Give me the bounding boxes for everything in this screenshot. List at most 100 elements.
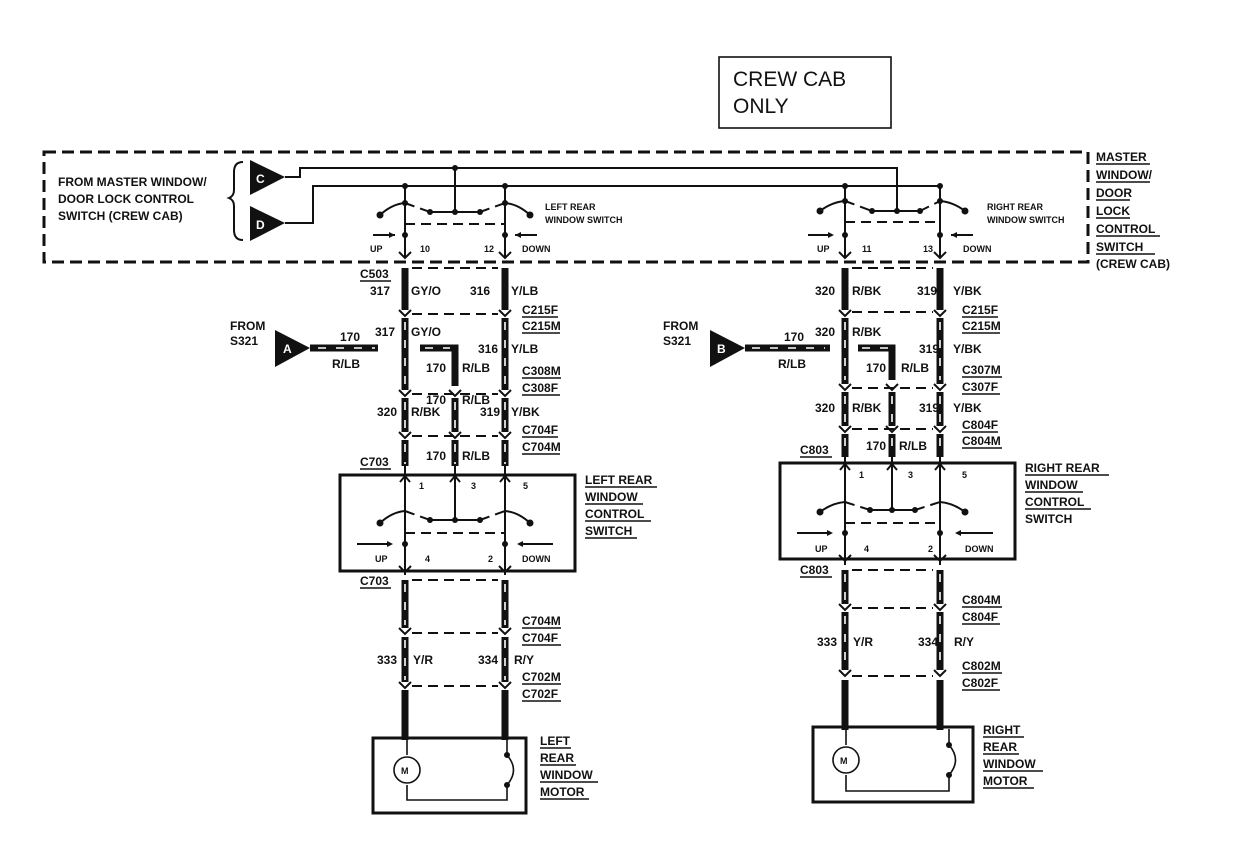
wire-color-rlb-b: R/LB [462,393,490,407]
c802m-label: C802M [962,659,1001,673]
right-motor-label: RIGHT REAR WINDOW MOTOR [983,723,1043,789]
c703-bottom-label: C703 [360,574,389,588]
right-switch-pin-4: 4 [864,544,869,554]
master-label-4: LOCK [1096,204,1130,218]
right-motor-name-4: MOTOR [983,774,1028,788]
r-wire-color-rbk-c: R/BK [852,401,882,415]
crew-cab-banner: CREW CAB ONLY [718,56,892,129]
right-from-label-2: S321 [663,334,691,348]
left-motor-label: LEFT REAR WINDOW MOTOR [540,734,598,800]
c704m-label: C704M [522,440,561,454]
c215m-label: C215M [522,319,561,333]
banner-line-2: ONLY [733,95,789,118]
c307f-label: C307F [962,380,998,394]
r-wire-333: 333 [817,635,837,649]
left-from-label-1: FROM [230,319,265,333]
master-right-pin-up: 11 [862,244,872,254]
master-label-6: SWITCH [1096,240,1143,254]
right-feed-circuit: 170 [784,330,804,344]
connector-c: C [250,160,285,195]
left-switch-pin-1: 1 [419,481,424,491]
banner-line-1: CREW CAB [733,68,846,91]
master-left-up: UP [370,244,383,254]
master-right-down: DOWN [963,244,992,254]
connector-d: D [250,206,285,241]
wire-color-gyo-b: GY/O [411,325,441,339]
r-c215m-label: C215M [962,319,1001,333]
c803-top-label: C803 [800,443,829,457]
left-switch-name-1: LEFT REAR [585,473,653,487]
c804f-label-2: C804F [962,610,998,624]
wire-316: 316 [470,284,490,298]
wire-317: 317 [370,284,390,298]
wire-color-rlb: R/LB [462,361,490,375]
c804m-label-2: C804M [962,593,1001,607]
master-label-1: MASTER [1096,150,1147,164]
wire-color-gyo: GY/O [411,284,441,298]
r-wire-color-ry: R/Y [954,635,974,649]
left-switch-pin-3: 3 [471,481,476,491]
right-switch-down: DOWN [965,544,994,554]
source-line-3: SWITCH (CREW CAB) [58,209,183,223]
wire-319: 319 [480,405,500,419]
r-wire-320-c: 320 [815,401,835,415]
left-from-label-2: S321 [230,334,258,348]
master-source-label: FROM MASTER WINDOW/ DOOR LOCK CONTROL SW… [58,175,207,223]
c704f-label: C704F [522,423,558,437]
c804m-label: C804M [962,434,1001,448]
r-wire-color-rlb-c: R/LB [899,439,927,453]
master-label-2: WINDOW/ [1096,168,1153,182]
master-left-pin-up: 10 [420,244,430,254]
right-from-label-1: FROM [663,319,698,333]
left-rear-switch-label-2: WINDOW SWITCH [545,215,622,225]
right-switch-up: UP [815,544,828,554]
left-motor-name-2: REAR [540,751,574,765]
right-switch-name-2: WINDOW [1025,478,1078,492]
right-switch-pin-5: 5 [962,470,967,480]
c703-top-label: C703 [360,455,389,469]
r-wire-color-rlb: R/LB [901,361,929,375]
left-rear-circuit [310,267,577,815]
r-wire-319-b: 319 [919,342,939,356]
right-switch-pin-3: 3 [908,470,913,480]
right-motor-icon [832,746,860,774]
left-motor-name-4: MOTOR [540,785,585,799]
r-wire-319: 319 [917,284,937,298]
c704m-label-2: C704M [522,614,561,628]
left-switch-pin-5: 5 [523,481,528,491]
right-switch-name-3: CONTROL [1025,495,1084,509]
wire-color-ylb-b: Y/LB [511,342,539,356]
c503-label: C503 [360,267,389,281]
wire-334: 334 [478,653,498,667]
left-switch-name-4: SWITCH [585,524,632,538]
c307m-label: C307M [962,363,1001,377]
right-feed-connector-b: B [710,330,745,367]
master-label-3: DOOR [1096,186,1132,200]
c308f-label: C308F [522,381,558,395]
wire-color-ry: R/Y [514,653,534,667]
r-wire-170: 170 [866,361,886,375]
connector-b-letter: B [717,342,726,356]
left-rear-switch-label-1: LEFT REAR [545,202,596,212]
r-wire-color-ybk: Y/BK [953,284,982,298]
c215f-label: C215F [522,303,558,317]
source-line-2: DOOR LOCK CONTROL [58,192,194,206]
c804f-label: C804F [962,418,998,432]
r-wire-170-c: 170 [866,439,886,453]
c704f-label-2: C704F [522,631,558,645]
c702m-label: C702M [522,670,561,684]
r-c215f-label: C215F [962,303,998,317]
left-switch-name-3: CONTROL [585,507,644,521]
brace [226,161,244,241]
c308m-label: C308M [522,364,561,378]
left-motor-box [371,736,528,815]
wire-317-b: 317 [375,325,395,339]
master-left-pin-down: 12 [484,244,494,254]
c702f-label: C702F [522,687,558,701]
left-motor-symbol: M [401,766,409,776]
r-wire-320: 320 [815,284,835,298]
right-switch-name-1: RIGHT REAR [1025,461,1100,475]
master-label-5: CONTROL [1096,222,1155,236]
wire-color-ybk: Y/BK [511,405,540,419]
left-motor-icon [393,756,421,784]
